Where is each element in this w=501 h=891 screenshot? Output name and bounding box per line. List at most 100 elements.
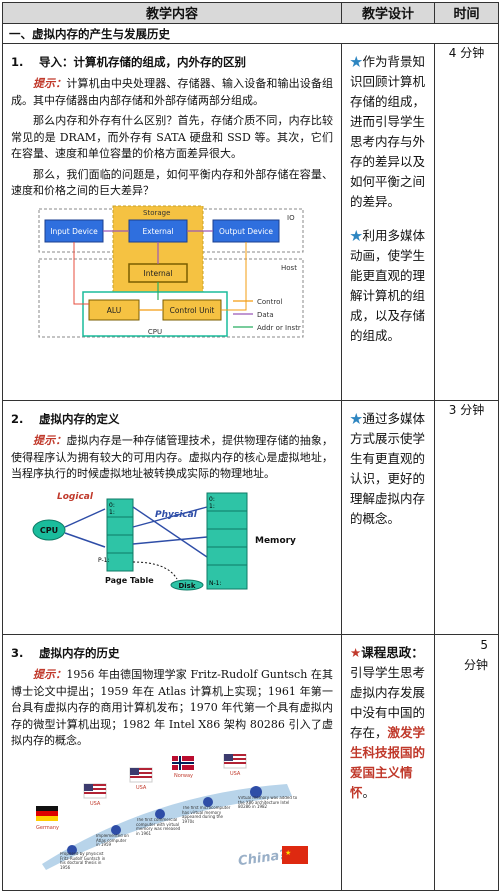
external-label: External — [142, 227, 173, 236]
row-1-design-1-text: 作为背景知识回顾计算机存储的组成，进而引导学生思考内存与外存的差异以及如何平衡之… — [350, 54, 426, 209]
memory-row-n: N-1: — [209, 580, 222, 587]
usa-flag-1 — [83, 783, 107, 798]
cpu-region — [82, 290, 228, 337]
control-line-right — [221, 241, 247, 310]
note-1982: Virtual memory was added to the X86 arch… — [238, 796, 297, 809]
row-1-design-2: ★利用多媒体动画，使学生能更直观的理解计算机的组成，以及存储的组成。 — [350, 226, 428, 346]
input-device-label: Input Device — [50, 227, 98, 236]
row-3-time: 5 分钟 — [434, 634, 499, 891]
logical-label: Logical — [57, 492, 94, 502]
legend-data: Data — [257, 311, 274, 319]
section-title: 一、虚拟内存的产生与发展历史 — [2, 23, 499, 44]
row-3-para-1: 提示：1956 年由德国物理学家 Fritz-Rudolf Guntsch 在其… — [11, 667, 333, 750]
star-icon: ★ — [350, 54, 363, 69]
usa-label-2: USA — [136, 785, 147, 791]
section-row: 一、虚拟内存的产生与发展历史 — [2, 23, 499, 44]
node-1959 — [111, 824, 121, 835]
row-1-design-1: ★作为背景知识回顾计算机存储的组成，进而引导学生思考内存与外存的差异以及如何平衡… — [350, 52, 428, 212]
norway-label: Norway — [174, 773, 193, 779]
row-2-para-1-text: 虚拟内存是一种存储管理技术，提供物理存储的抽象，使得程序认为拥有较大的可用内存。… — [11, 434, 334, 480]
io-label: IO — [287, 214, 295, 222]
usa-flag-2 — [129, 767, 153, 782]
row-1-design-2-text: 利用多媒体动画，使学生能更直观的理解计算机的组成，以及存储的组成。 — [350, 228, 426, 343]
header-content: 教学内容 — [2, 2, 342, 24]
row-1-para-2: 那么内存和外存有什么区别？首先，存储介质不同，内存比较常见的是 DRAM，而外存… — [11, 114, 333, 160]
usa-flag-3 — [223, 753, 247, 768]
row-3-design-emph: 激发学生科技报国的爱国主义情怀 — [350, 725, 426, 800]
row-3-time-unit: 分钟 — [463, 658, 488, 672]
memory-row-1: 1: — [209, 503, 215, 510]
row-2-para-1: 提示：虚拟内存是一种存储管理技术，提供物理存储的抽象，使得程序认为拥有较大的可用… — [11, 433, 333, 483]
china-flag: ★ — [282, 845, 308, 864]
row-3-design-end: 。 — [362, 785, 376, 800]
header-row: 教学内容 教学设计 时间 — [2, 2, 499, 24]
star-icon: ★ — [350, 645, 362, 660]
row-2-design: ★通过多媒体方式展示使学生有更直观的认识，更好的理解虚拟内存的概念。 — [341, 400, 435, 635]
page-row-1: 1: — [109, 509, 115, 516]
row-3-design-text: 引导学生思考虚拟内存发展中没有中国的存在， — [350, 665, 426, 740]
row-2: 2.虚拟内存的定义 提示：虚拟内存是一种存储管理技术，提供物理存储的抽象，使得程… — [2, 400, 499, 635]
note-1959-text: Implemented on Atlas computer in 1959 — [96, 833, 129, 847]
norway-flag — [172, 755, 194, 770]
cpu-arrow-2 — [64, 531, 106, 548]
china-flag-star: ★ — [285, 849, 291, 857]
row-2-design-1: ★通过多媒体方式展示使学生有更直观的认识，更好的理解虚拟内存的概念。 — [350, 409, 428, 529]
disk-shape — [170, 579, 204, 590]
alu-label: ALU — [107, 306, 121, 315]
row-2-design-text: 通过多媒体方式展示使学生有更直观的认识，更好的理解虚拟内存的概念。 — [350, 411, 426, 526]
row-1-para-3: 那么，我们面临的问题是，如何平衡内存和外部存储在容量、速度和价格之间的巨大差异？ — [11, 167, 333, 198]
row-1-time: 4 分钟 — [434, 43, 499, 401]
row-1-para-1-text: 计算机由中央处理器、存储器、输入设备和输出设备组成。其中存储器由内部存储和外部存… — [11, 77, 334, 107]
row-3-design-1: ★课程思政： 引导学生思考虚拟内存发展中没有中国的存在，激发学生科技报国的爱国主义… — [350, 643, 428, 803]
row-3-design-lead: 课程思政： — [361, 645, 424, 660]
output-device-label: Output Device — [219, 227, 273, 236]
host-label: Host — [281, 264, 297, 272]
memory-row-0: 0: — [209, 496, 215, 503]
cpu-arrow-1 — [64, 507, 106, 528]
memory-box — [206, 492, 248, 589]
control-line-left — [73, 241, 89, 304]
row-3-title-text: 虚拟内存的历史 — [39, 646, 120, 660]
legend-addr: Addr or Instr — [257, 324, 301, 332]
note-1961: The first commercial computer with virtu… — [136, 817, 181, 836]
note-1970s: The first microcomputer has virtual memo… — [182, 805, 231, 824]
node-1961 — [155, 808, 165, 819]
row-1-content: 1.导入：计算机存储的组成，内外存的区别 提示：计算机由中央处理器、存储器、输入… — [2, 43, 342, 401]
virtual-memory-diagram: Logical Physical CPU 0: 1: P-1: Page Tab… — [32, 492, 296, 590]
timeline-band — [42, 783, 292, 870]
hint-label: 提示： — [33, 77, 67, 90]
row-1-number: 1. — [11, 55, 24, 69]
row-2-time: 3 分钟 — [434, 400, 499, 635]
note-1961-text: The first commercial computer with virtu… — [136, 817, 181, 836]
row-2-content: 2.虚拟内存的定义 提示：虚拟内存是一种存储管理技术，提供物理存储的抽象，使得程… — [2, 400, 342, 635]
row-1-para-1: 提示：计算机由中央处理器、存储器、输入设备和输出设备组成。其中存储器由内部存储和… — [11, 76, 333, 109]
map-line-2 — [132, 505, 208, 528]
row-1: 1.导入：计算机存储的组成，内外存的区别 提示：计算机由中央处理器、存储器、输入… — [2, 43, 499, 401]
cpu-label: CPU — [148, 328, 162, 336]
history-timeline: Germany USA USA Norway — [36, 753, 308, 870]
note-1959: Implemented on Atlas computer in 1959 — [96, 833, 129, 847]
germany-flag — [36, 805, 58, 821]
map-line-1 — [132, 505, 208, 558]
star-icon: ★ — [350, 411, 363, 426]
row-2-title-text: 虚拟内存的定义 — [39, 412, 120, 426]
note-1956-text: Proposed by physicist Fritz-Rudolf Gunts… — [60, 851, 106, 870]
node-1970s — [203, 796, 213, 807]
usa-label-3: USA — [230, 771, 241, 777]
disk-label: Disk — [178, 582, 195, 590]
note-1970s-text: The first microcomputer has virtual memo… — [182, 805, 231, 824]
map-line-disk — [132, 561, 178, 579]
control-unit-label: Control Unit — [170, 306, 215, 315]
row-3: 3. 虚拟内存的历史 提示：1956 年由德国物理学家 Fritz-Rudolf … — [2, 634, 499, 891]
row-3-design: ★课程思政： 引导学生思考虚拟内存发展中没有中国的存在，激发学生科技报国的爱国主义… — [341, 634, 435, 891]
page-row-0: 0: — [109, 502, 115, 509]
row-3-number: 3. — [11, 646, 24, 660]
note-1956: Proposed by physicist Fritz-Rudolf Gunts… — [60, 851, 106, 870]
page-row-p: P-1: — [98, 557, 110, 564]
page-table-label: Page Table — [105, 576, 154, 585]
memory-label: Memory — [255, 536, 296, 546]
header-time: 时间 — [434, 2, 499, 24]
row-3-time-num: 5 — [480, 638, 488, 652]
